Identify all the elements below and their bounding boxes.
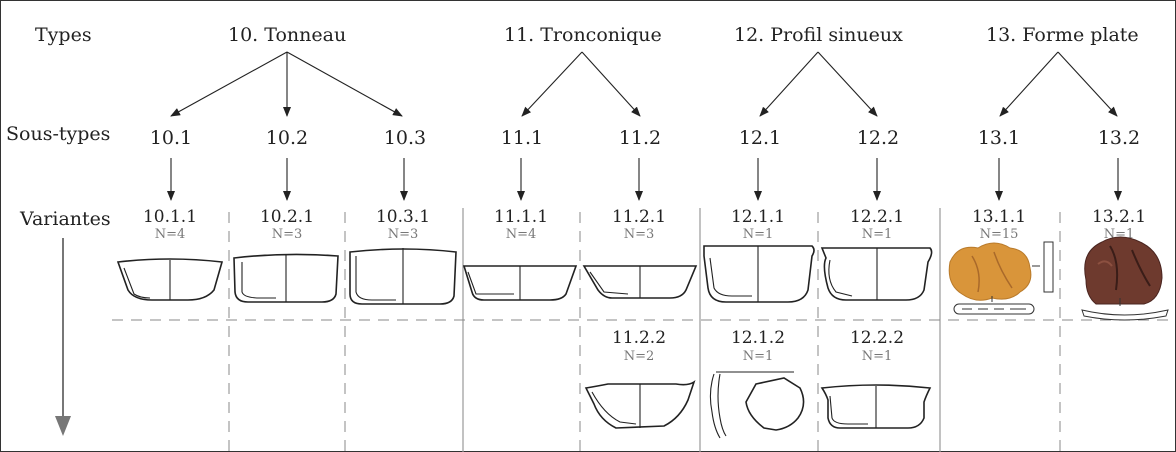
type-title-13: 13. Forme plate <box>986 24 1139 46</box>
vessel-profile-drawing-10-2-1-icon <box>233 253 339 303</box>
vessel-profile-drawing-10-1-1-icon <box>116 258 224 301</box>
vessel-profile-drawing-11-2-2-icon <box>584 380 696 429</box>
row-label-variantes: Variantes <box>19 208 111 230</box>
variante-count: N=2 <box>624 349 655 364</box>
sous-type-12-1: 12.1 <box>739 127 781 149</box>
sous-type-10-2: 10.2 <box>266 127 308 149</box>
vessel-profile-drawing-12-2-1-icon <box>820 247 933 301</box>
variante-code: 12.1.1 <box>731 207 785 227</box>
variante-count: N=3 <box>272 227 303 242</box>
variante-count: N=3 <box>388 227 419 242</box>
arrow-down-icon <box>55 416 71 436</box>
variante-code: 10.3.1 <box>376 207 430 227</box>
vessel-profile-drawing-10-3-1-icon <box>349 248 457 305</box>
variante-code: 12.2.2 <box>850 328 904 348</box>
variante-count: N=1 <box>743 227 774 242</box>
variante-code: 11.1.1 <box>494 207 548 227</box>
variantes-row-2: 11.2.2 N=2 12.1.2 N=1 12.2.2 N=1 <box>612 328 904 364</box>
progression-arrow <box>55 238 71 436</box>
variante-code: 10.1.1 <box>143 207 197 227</box>
row-label-types: Types <box>35 24 92 46</box>
variant-column-separators <box>228 212 1061 452</box>
vessel-profile-drawing-12-2-2-icon <box>820 384 932 429</box>
variante-count: N=15 <box>980 227 1019 242</box>
sherd-photo-13-2-1 <box>1081 236 1169 321</box>
arrow-11-to-11-2 <box>581 51 641 117</box>
variante-count: N=3 <box>624 227 655 242</box>
variante-code: 13.2.1 <box>1092 207 1146 227</box>
sous-type-13-2: 13.2 <box>1098 127 1140 149</box>
sous-type-13-1: 13.1 <box>978 127 1020 149</box>
arrow-12-to-12-2 <box>817 51 878 117</box>
vessel-profile-drawing-12-1-1-icon <box>703 245 815 303</box>
type-arrows <box>170 51 1118 117</box>
arrow-11-to-11-1 <box>521 51 583 117</box>
sous-type-10-1: 10.1 <box>150 127 192 149</box>
variantes-row-1: 10.1.1 N=4 10.2.1 N=3 10.3.1 N=3 11.1.1 … <box>143 207 1146 242</box>
type-title-10: 10. Tonneau <box>228 24 346 46</box>
variante-code: 12.2.1 <box>850 207 904 227</box>
variante-code: 10.2.1 <box>260 207 314 227</box>
sous-type-arrows <box>167 158 1122 201</box>
sous-type-12-2: 12.2 <box>857 127 899 149</box>
variante-count: N=1 <box>743 349 774 364</box>
arrow-12-to-12-1 <box>759 51 819 117</box>
arrow-10-to-10-1 <box>170 51 288 117</box>
variante-code: 11.2.1 <box>612 207 666 227</box>
row-label-sous-types: Sous-types <box>6 123 110 145</box>
variante-count: N=4 <box>506 227 537 242</box>
variante-count: N=1 <box>862 227 893 242</box>
sherd-photo-13-1-1 <box>948 241 1054 315</box>
variante-code: 11.2.2 <box>612 328 666 348</box>
vessel-drawings-row-2 <box>584 371 932 439</box>
vessel-profile-drawing-11-1-1-icon <box>462 265 578 301</box>
arrow-10-to-10-3 <box>286 51 403 117</box>
variante-count: N=4 <box>155 227 186 242</box>
variante-code: 13.1.1 <box>972 207 1026 227</box>
vessel-profile-drawing-12-1-2-icon <box>709 371 805 439</box>
arrow-13-to-13-2 <box>1057 51 1118 117</box>
sous-type-11-1: 11.1 <box>501 127 543 149</box>
sous-types-row: 10.1 10.2 10.3 11.1 11.2 12.1 12.2 13.1 … <box>150 127 1140 149</box>
vessel-drawings-row-1 <box>116 245 933 305</box>
type-title-12: 12. Profil sinueux <box>734 24 903 46</box>
sous-type-11-2: 11.2 <box>619 127 661 149</box>
vessel-profile-drawing-11-2-1-icon <box>582 265 698 299</box>
arrow-13-to-13-1 <box>999 51 1059 117</box>
type-title-11: 11. Tronconique <box>504 24 662 46</box>
variante-code: 12.1.2 <box>731 328 785 348</box>
sous-type-10-3: 10.3 <box>384 127 426 149</box>
variante-count: N=1 <box>862 349 893 364</box>
